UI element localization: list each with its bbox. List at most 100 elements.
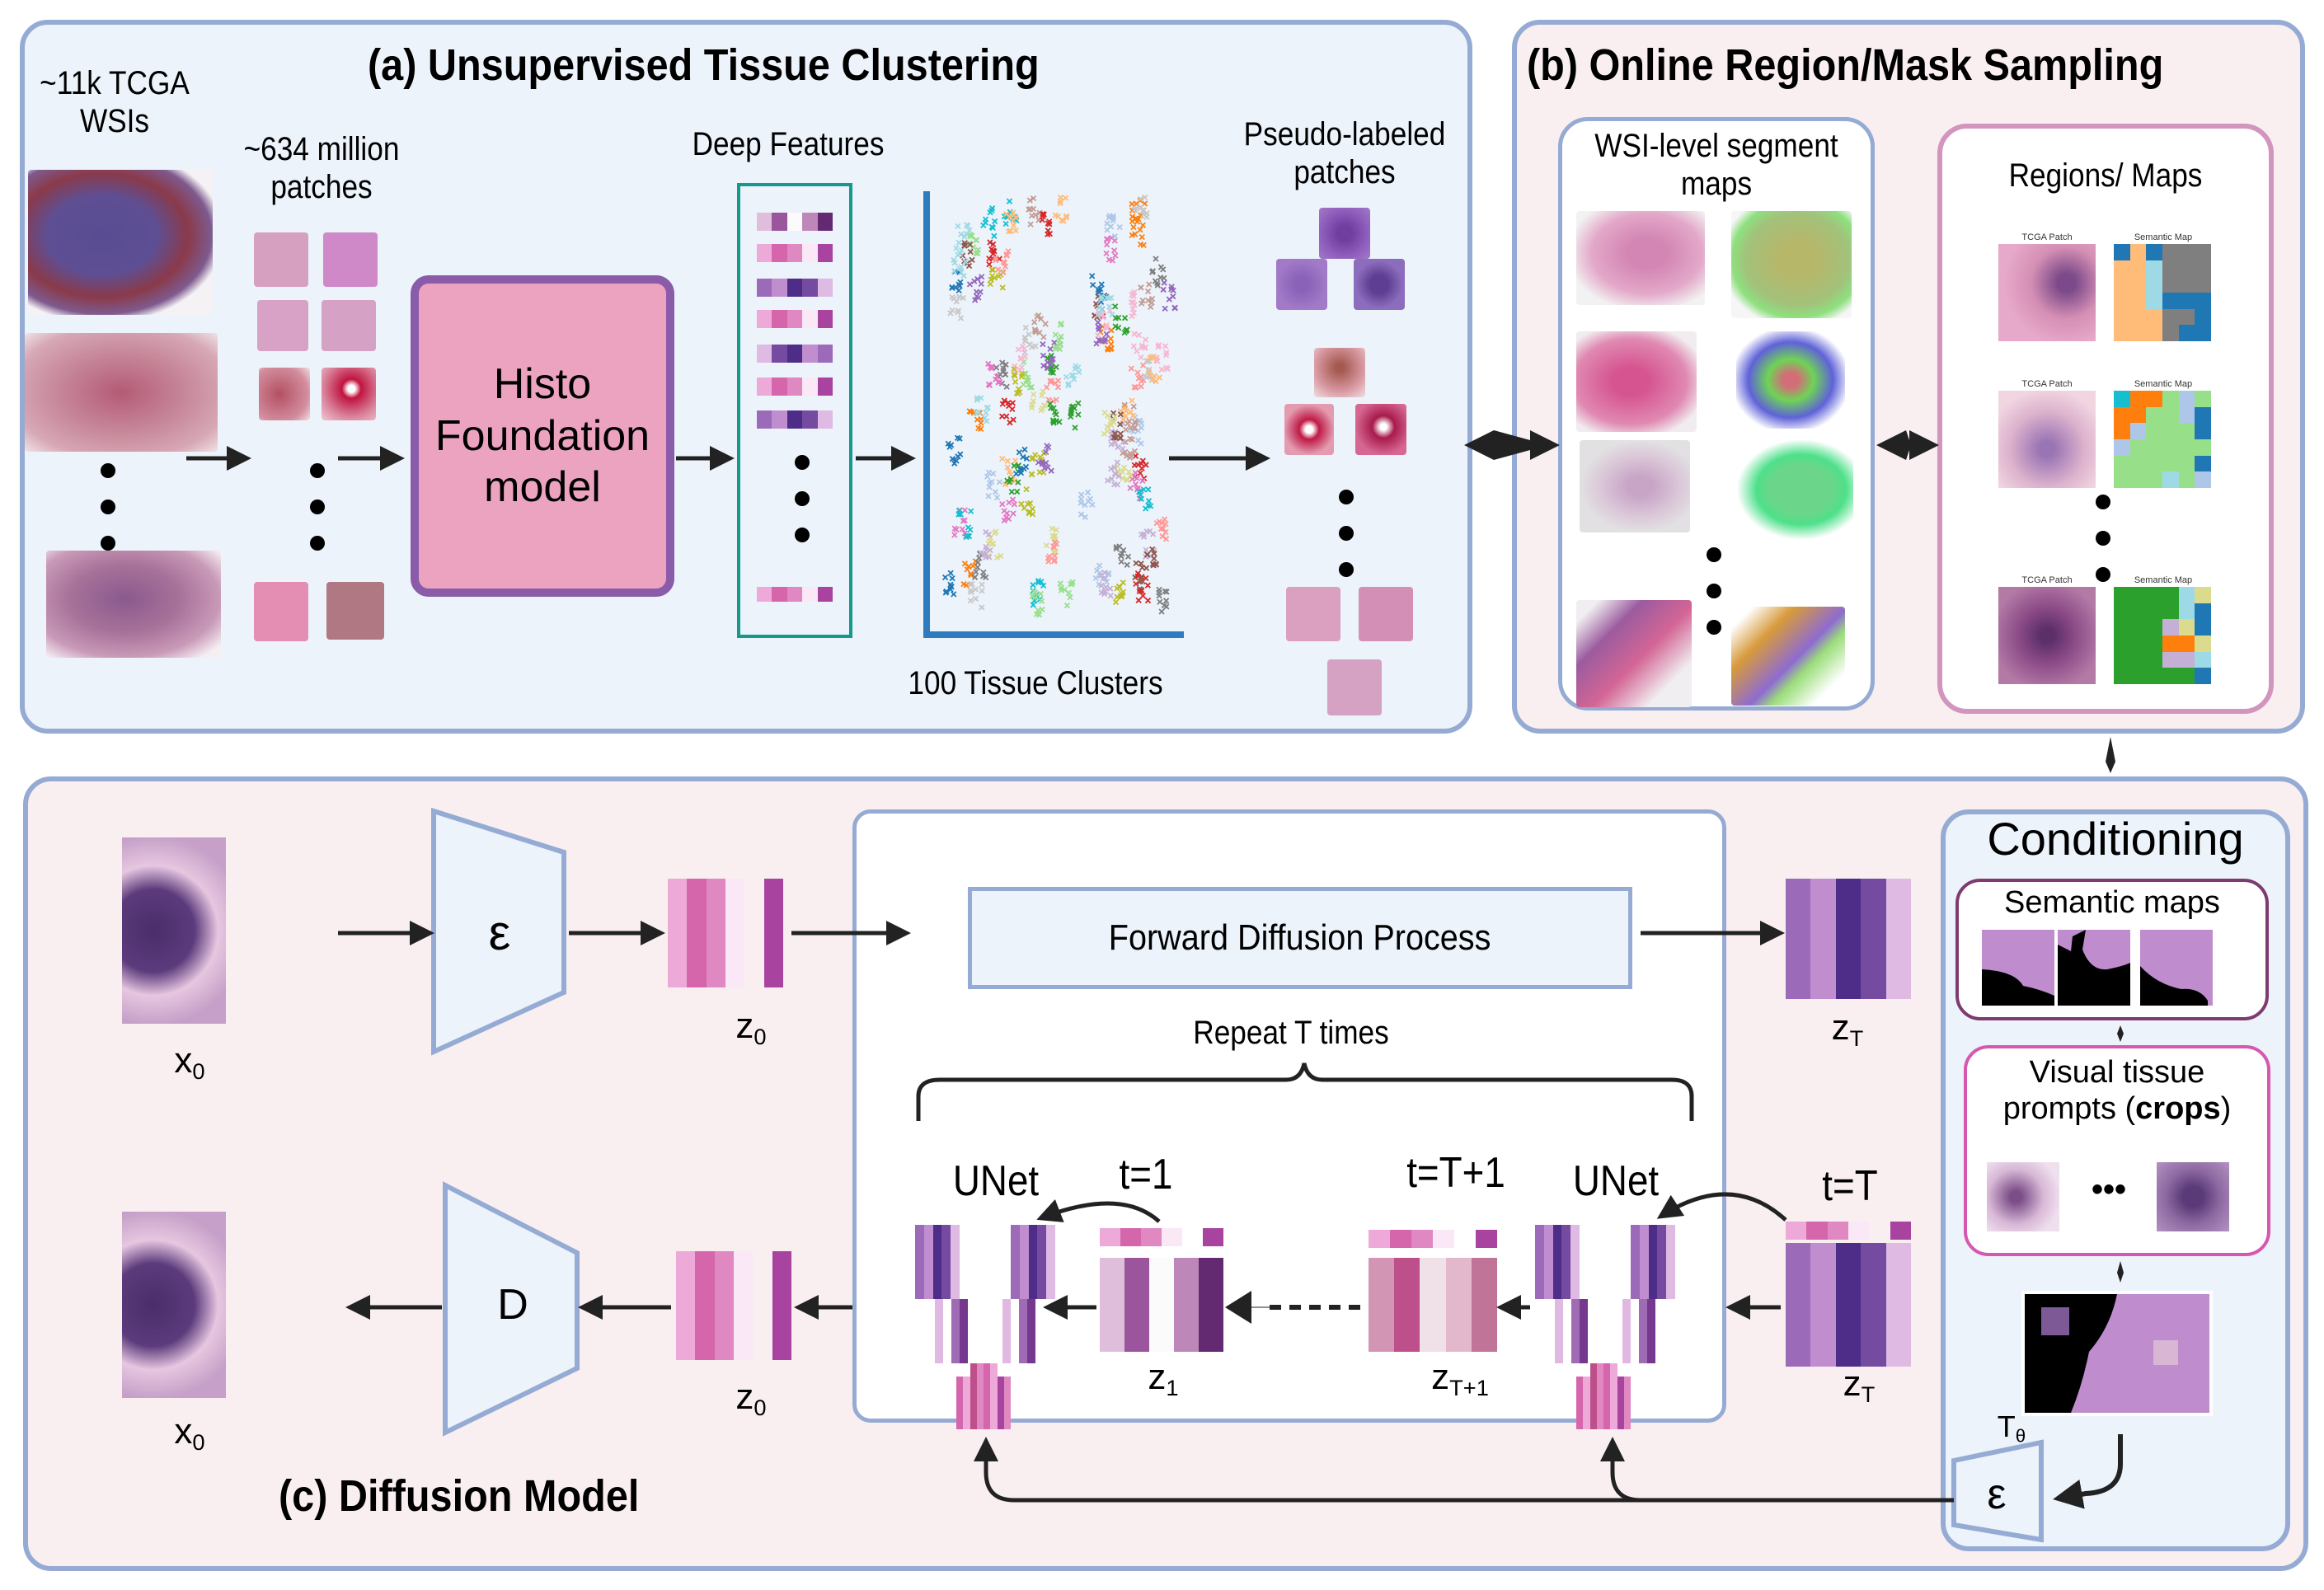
cluster-point	[1110, 217, 1116, 224]
cluster-point	[955, 293, 963, 300]
cluster-point	[1087, 495, 1093, 502]
cluster-point	[1144, 358, 1151, 365]
cluster-point	[1040, 341, 1046, 348]
cluster-point	[1110, 419, 1117, 426]
cluster-point	[1014, 488, 1021, 495]
cluster-point	[1112, 315, 1119, 321]
z0-bottom-label: z0	[722, 1377, 780, 1421]
cluster	[999, 455, 1019, 488]
semantic-map-cell	[2178, 668, 2195, 684]
semantic-map-cell	[2162, 308, 2179, 326]
cluster-point	[1003, 251, 1010, 258]
cluster-point	[973, 250, 979, 257]
cluster-point	[1124, 476, 1131, 484]
tcga-patch-caption: TCGA Patch	[2021, 575, 2073, 585]
semantic-map-caption: Semantic Map	[2134, 232, 2193, 242]
cluster-point	[1036, 612, 1043, 618]
cluster	[1045, 539, 1060, 565]
cluster-point	[1045, 444, 1052, 451]
feature-cell	[772, 244, 787, 262]
cluster-point	[1139, 222, 1146, 228]
cluster-point	[1009, 400, 1016, 406]
semantic-maps-label: Semantic maps	[2004, 885, 2220, 920]
cluster	[966, 232, 982, 257]
cluster	[1104, 459, 1122, 488]
latent-z0-top	[668, 879, 783, 987]
cluster-point	[1155, 344, 1162, 350]
feature-cell	[817, 587, 833, 602]
segment-ellipsis-icon	[1707, 547, 1721, 656]
cluster	[1029, 589, 1045, 618]
x0-symbol: x	[174, 1411, 193, 1452]
semantic-map-cell	[2195, 391, 2211, 407]
cluster-point	[1040, 402, 1048, 409]
cluster-point	[1040, 469, 1047, 476]
feature-cell	[802, 244, 818, 262]
cluster-point	[1034, 313, 1040, 320]
cluster-point	[995, 266, 1002, 273]
unet-channel	[1571, 1299, 1580, 1363]
semantic-map-cell	[2114, 391, 2130, 407]
cluster-point	[1026, 205, 1034, 213]
unet-channel	[1046, 1225, 1055, 1299]
unet-mid-stage	[1555, 1299, 1588, 1363]
cluster-point	[963, 533, 970, 541]
pseudo-line1: Pseudo-labeled	[1243, 116, 1446, 152]
latent-channel	[1885, 879, 1912, 999]
latent-channel	[1162, 1228, 1182, 1246]
cluster-point	[1151, 555, 1157, 562]
cluster-point	[1050, 420, 1057, 426]
segment-map-thumbnail	[1731, 607, 1845, 706]
latent-channel	[1890, 1222, 1911, 1240]
cluster-point	[1143, 546, 1149, 553]
unet-channel	[963, 1377, 970, 1429]
cluster-point	[973, 569, 979, 575]
cluster-point	[1138, 560, 1144, 567]
cluster-point	[993, 528, 999, 535]
unet-channel	[1648, 1225, 1658, 1299]
cluster-point	[1158, 519, 1165, 527]
feature-vector	[757, 213, 833, 231]
z0-top-label: z0	[722, 1006, 780, 1050]
cluster	[1043, 378, 1062, 405]
cluster-point	[960, 580, 967, 588]
cluster-point	[1000, 258, 1007, 265]
cluster-point	[1138, 460, 1145, 467]
encoder-symbol: ε	[489, 905, 511, 960]
cluster-point	[1096, 311, 1102, 317]
cluster-point	[1082, 501, 1088, 509]
latent-channel	[1835, 879, 1862, 999]
cluster-point	[953, 245, 960, 251]
cluster-point	[1001, 397, 1007, 404]
feature-cell	[786, 279, 803, 297]
latent-channel	[676, 1251, 696, 1360]
cluster-point	[1112, 252, 1119, 259]
cluster-point	[1148, 295, 1156, 303]
cluster-point	[1131, 448, 1139, 455]
arrow-composite-to-encoder	[2053, 1434, 2123, 1509]
cluster-point	[1120, 464, 1128, 471]
cluster	[1128, 362, 1147, 391]
cluster-point	[973, 410, 980, 417]
cluster-point	[951, 532, 958, 538]
cluster-point	[971, 574, 979, 580]
cluster-point	[956, 283, 963, 289]
latent-channel	[1100, 1258, 1124, 1352]
cluster-point	[964, 222, 970, 228]
semantic-map-cell	[2114, 439, 2130, 456]
cluster-point	[1098, 296, 1105, 303]
input-image-x0	[122, 837, 226, 1024]
cluster	[1063, 363, 1082, 389]
feature-cell	[786, 378, 803, 396]
cluster-point	[1010, 217, 1016, 223]
cluster	[942, 570, 957, 598]
cluster-point	[1098, 582, 1105, 589]
cluster-point	[953, 526, 960, 533]
patch-thumbnail	[254, 582, 308, 641]
cluster-point	[999, 359, 1006, 366]
feature-cell	[757, 378, 772, 396]
cluster-point	[1075, 411, 1082, 418]
unet-mid-stage	[1002, 1299, 1035, 1363]
latent-channel	[1369, 1230, 1390, 1248]
cluster-point	[1038, 598, 1045, 604]
